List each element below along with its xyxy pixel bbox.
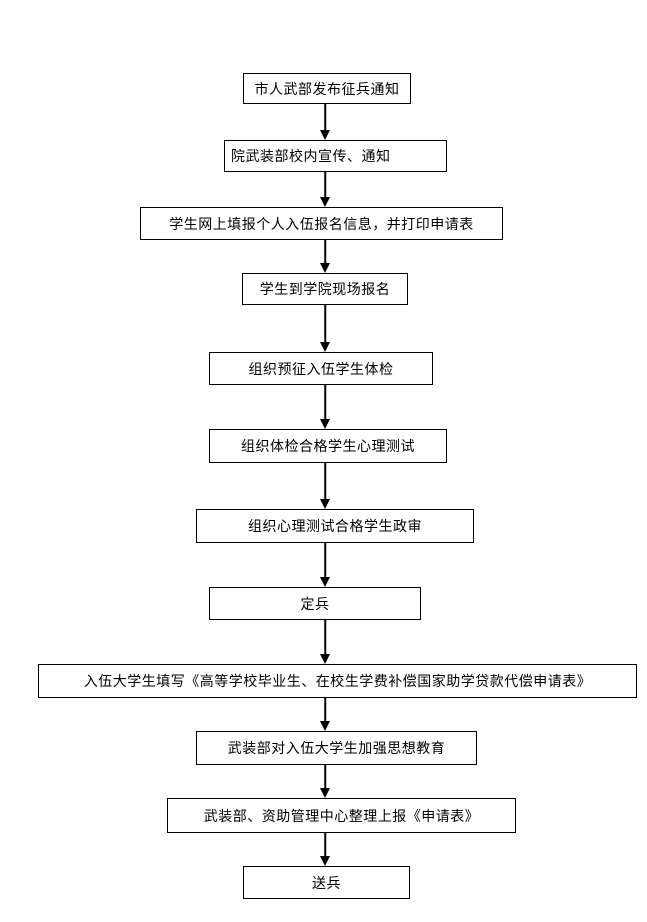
arrow-down-icon bbox=[320, 721, 330, 731]
flow-node-8: 定兵 bbox=[209, 587, 421, 620]
flow-node-10: 武装部对入伍大学生加强思想教育 bbox=[196, 731, 477, 765]
arrow-connector-5 bbox=[319, 385, 331, 429]
flow-node-6: 组织体检合格学生心理测试 bbox=[209, 429, 447, 463]
arrow-line bbox=[324, 620, 326, 656]
arrow-line bbox=[324, 463, 326, 501]
arrow-connector-10 bbox=[319, 765, 331, 798]
arrow-line bbox=[324, 833, 326, 858]
flow-node-5: 组织预征入伍学生体检 bbox=[209, 352, 433, 385]
arrow-connector-8 bbox=[319, 620, 331, 664]
arrow-down-icon bbox=[320, 419, 330, 429]
arrow-connector-2 bbox=[319, 172, 331, 207]
flow-node-2: 院武装部校内宣传、通知 bbox=[224, 140, 447, 172]
arrow-connector-1 bbox=[319, 104, 331, 140]
arrow-down-icon bbox=[320, 577, 330, 587]
arrow-line bbox=[324, 765, 326, 790]
arrow-connector-11 bbox=[319, 833, 331, 866]
flow-node-4: 学生到学院现场报名 bbox=[242, 273, 408, 305]
arrow-down-icon bbox=[320, 263, 330, 273]
flow-node-9: 入伍大学生填写《高等学校毕业生、在校生学费补偿国家助学贷款代偿申请表》 bbox=[38, 664, 637, 698]
arrow-connector-6 bbox=[319, 463, 331, 509]
arrow-down-icon bbox=[320, 342, 330, 352]
arrow-down-icon bbox=[320, 130, 330, 140]
arrow-line bbox=[324, 385, 326, 421]
arrow-connector-4 bbox=[319, 305, 331, 352]
flow-node-3: 学生网上填报个人入伍报名信息，并打印申请表 bbox=[140, 207, 503, 240]
arrow-down-icon bbox=[320, 654, 330, 664]
arrow-connector-9 bbox=[319, 698, 331, 731]
arrow-down-icon bbox=[320, 788, 330, 798]
arrow-line bbox=[324, 240, 326, 265]
arrow-line bbox=[324, 698, 326, 723]
arrow-line bbox=[324, 543, 326, 579]
flow-node-1: 市人武部发布征兵通知 bbox=[243, 73, 411, 104]
arrow-connector-7 bbox=[319, 543, 331, 587]
flow-node-12: 送兵 bbox=[243, 866, 410, 899]
arrow-connector-3 bbox=[319, 240, 331, 273]
flow-node-7: 组织心理测试合格学生政审 bbox=[196, 509, 474, 543]
arrow-down-icon bbox=[320, 499, 330, 509]
arrow-line bbox=[324, 104, 326, 132]
arrow-down-icon bbox=[320, 856, 330, 866]
arrow-line bbox=[324, 305, 326, 344]
arrow-line bbox=[324, 172, 326, 199]
arrow-down-icon bbox=[320, 197, 330, 207]
flow-node-11: 武装部、资助管理中心整理上报《申请表》 bbox=[167, 798, 516, 833]
